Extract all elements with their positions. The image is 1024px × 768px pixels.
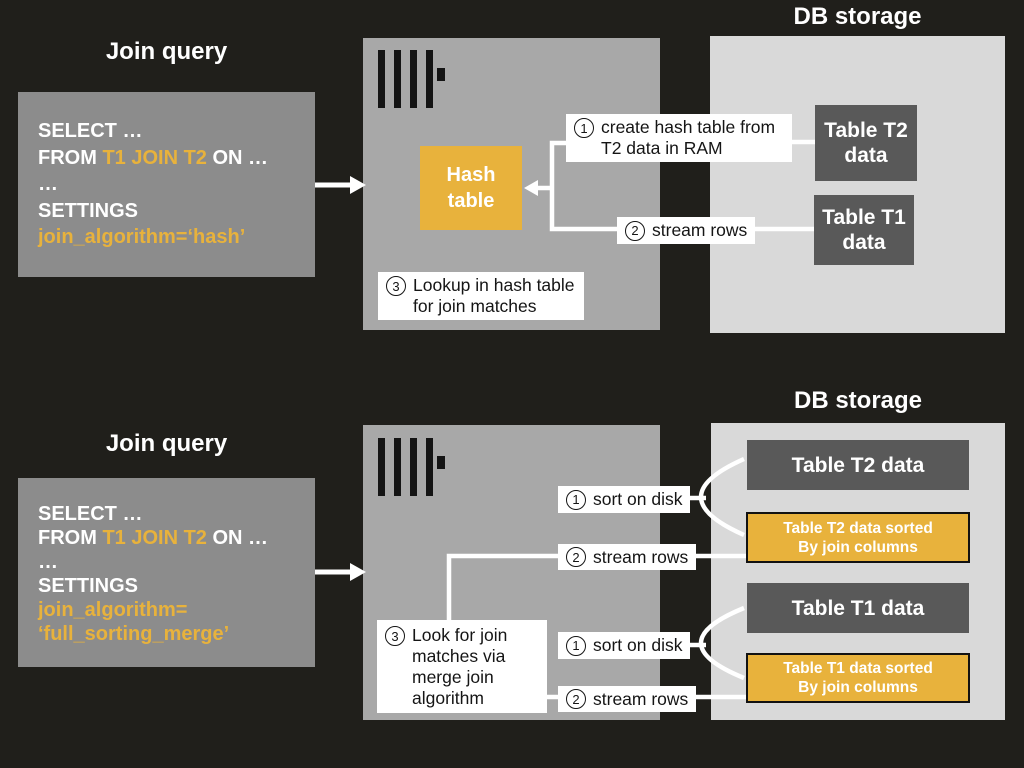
query-line-join-algorithm-value: ‘full_sorting_merge’ — [38, 623, 230, 645]
query-line: … — [38, 551, 58, 573]
circled-number-icon: 1 — [574, 118, 594, 138]
table-t2-data-sorted-box: Table T2 data sorted By join columns — [746, 512, 970, 563]
table-t1-data-box: Table T1 data — [747, 583, 969, 633]
database-server-bars-icon — [378, 50, 448, 108]
step-2-stream-rows-label: 2 stream rows — [617, 217, 756, 244]
query-line-join-algorithm: join_algorithm= — [38, 599, 188, 621]
query-line: SETTINGS — [38, 199, 139, 222]
table-t2-data-box: Table T2 data — [747, 440, 969, 490]
hash-join-query-title: Join query — [105, 38, 228, 65]
step-2-stream-rows-t1-label: 2 stream rows — [558, 686, 697, 712]
query-line: SELECT … — [38, 120, 143, 142]
step-2-stream-rows-t2-label: 2 stream rows — [558, 544, 697, 570]
hash-join-query-box: SELECT … FROM T1 JOIN T2 ON … … SETTINGS… — [18, 92, 315, 277]
hash-table-box: Hash table — [420, 146, 522, 230]
circled-number-icon: 3 — [385, 626, 405, 646]
circled-number-icon: 3 — [386, 276, 406, 296]
table-t2-data-box: Table T2 data — [815, 105, 917, 181]
query-line-join-algorithm: join_algorithm=‘hash’ — [38, 226, 246, 248]
sql-query-text: SELECT … FROM T1 JOIN T2 ON … … SETTINGS… — [38, 118, 268, 251]
merge-join-query-title: Join query — [105, 430, 228, 457]
step-3-merge-join-label: 3 Look for join matches via merge join a… — [377, 620, 547, 713]
merge-join-query-box: SELECT … FROM T1 JOIN T2 ON … … SETTINGS… — [18, 478, 315, 667]
query-line: FROM T1 JOIN T2 ON … — [38, 146, 269, 169]
query-line: SELECT … — [38, 503, 143, 525]
hash-join-db-storage-title: DB storage — [793, 3, 922, 30]
circled-number-icon: 2 — [625, 220, 645, 241]
table-t1-data-sorted-box: Table T1 data sorted By join columns — [746, 653, 970, 703]
table-t1-data-box: Table T1 data — [814, 195, 914, 265]
sql-query-text: SELECT … FROM T1 JOIN T2 ON … … SETTINGS… — [38, 502, 268, 646]
query-line: FROM T1 JOIN T2 ON … — [38, 527, 269, 549]
circled-number-icon: 1 — [566, 489, 586, 510]
step-1-create-hash-table-label: 1 create hash table from T2 data in RAM — [566, 114, 792, 162]
step-1-sort-on-disk-t2-label: 1 sort on disk — [558, 486, 691, 513]
query-line: SETTINGS — [38, 575, 139, 597]
query-line: … — [38, 173, 58, 195]
step-3-lookup-label: 3 Lookup in hash table for join matches — [378, 272, 584, 320]
circled-number-icon: 2 — [566, 689, 586, 709]
circled-number-icon: 2 — [566, 547, 586, 567]
database-server-bars-icon — [378, 438, 448, 496]
merge-join-db-storage-title: DB storage — [793, 387, 923, 414]
step-1-sort-on-disk-t1-label: 1 sort on disk — [558, 632, 691, 659]
hash-join-db-storage-box — [710, 36, 1005, 333]
circled-number-icon: 1 — [566, 635, 586, 656]
